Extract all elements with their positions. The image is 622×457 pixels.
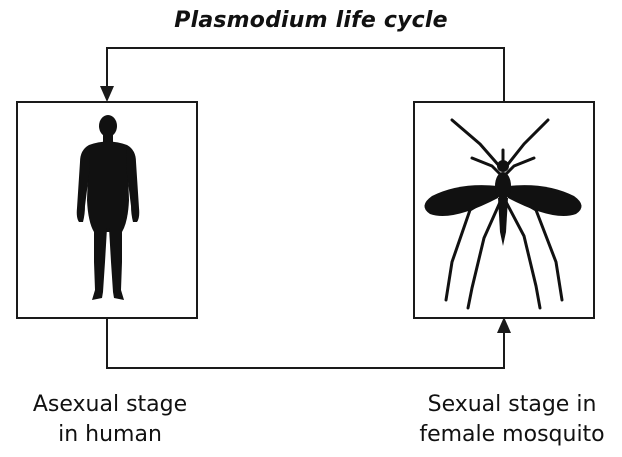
mosquito-stage-caption-line1: Sexual stage in (392, 390, 622, 420)
mosquito-stage-caption: Sexual stage in female mosquito (392, 390, 622, 450)
top-connector-arrow (100, 48, 504, 102)
mosquito-box (414, 102, 594, 318)
human-stage-caption-line1: Asexual stage (0, 390, 230, 420)
down-arrowhead-icon (100, 86, 114, 102)
bottom-connector-arrow (107, 317, 511, 368)
human-stage-caption: Asexual stage in human (0, 390, 230, 450)
up-arrowhead-icon (497, 317, 511, 333)
human-box (17, 102, 197, 318)
human-stage-caption-line2: in human (0, 420, 230, 450)
mosquito-stage-caption-line2: female mosquito (392, 420, 622, 450)
